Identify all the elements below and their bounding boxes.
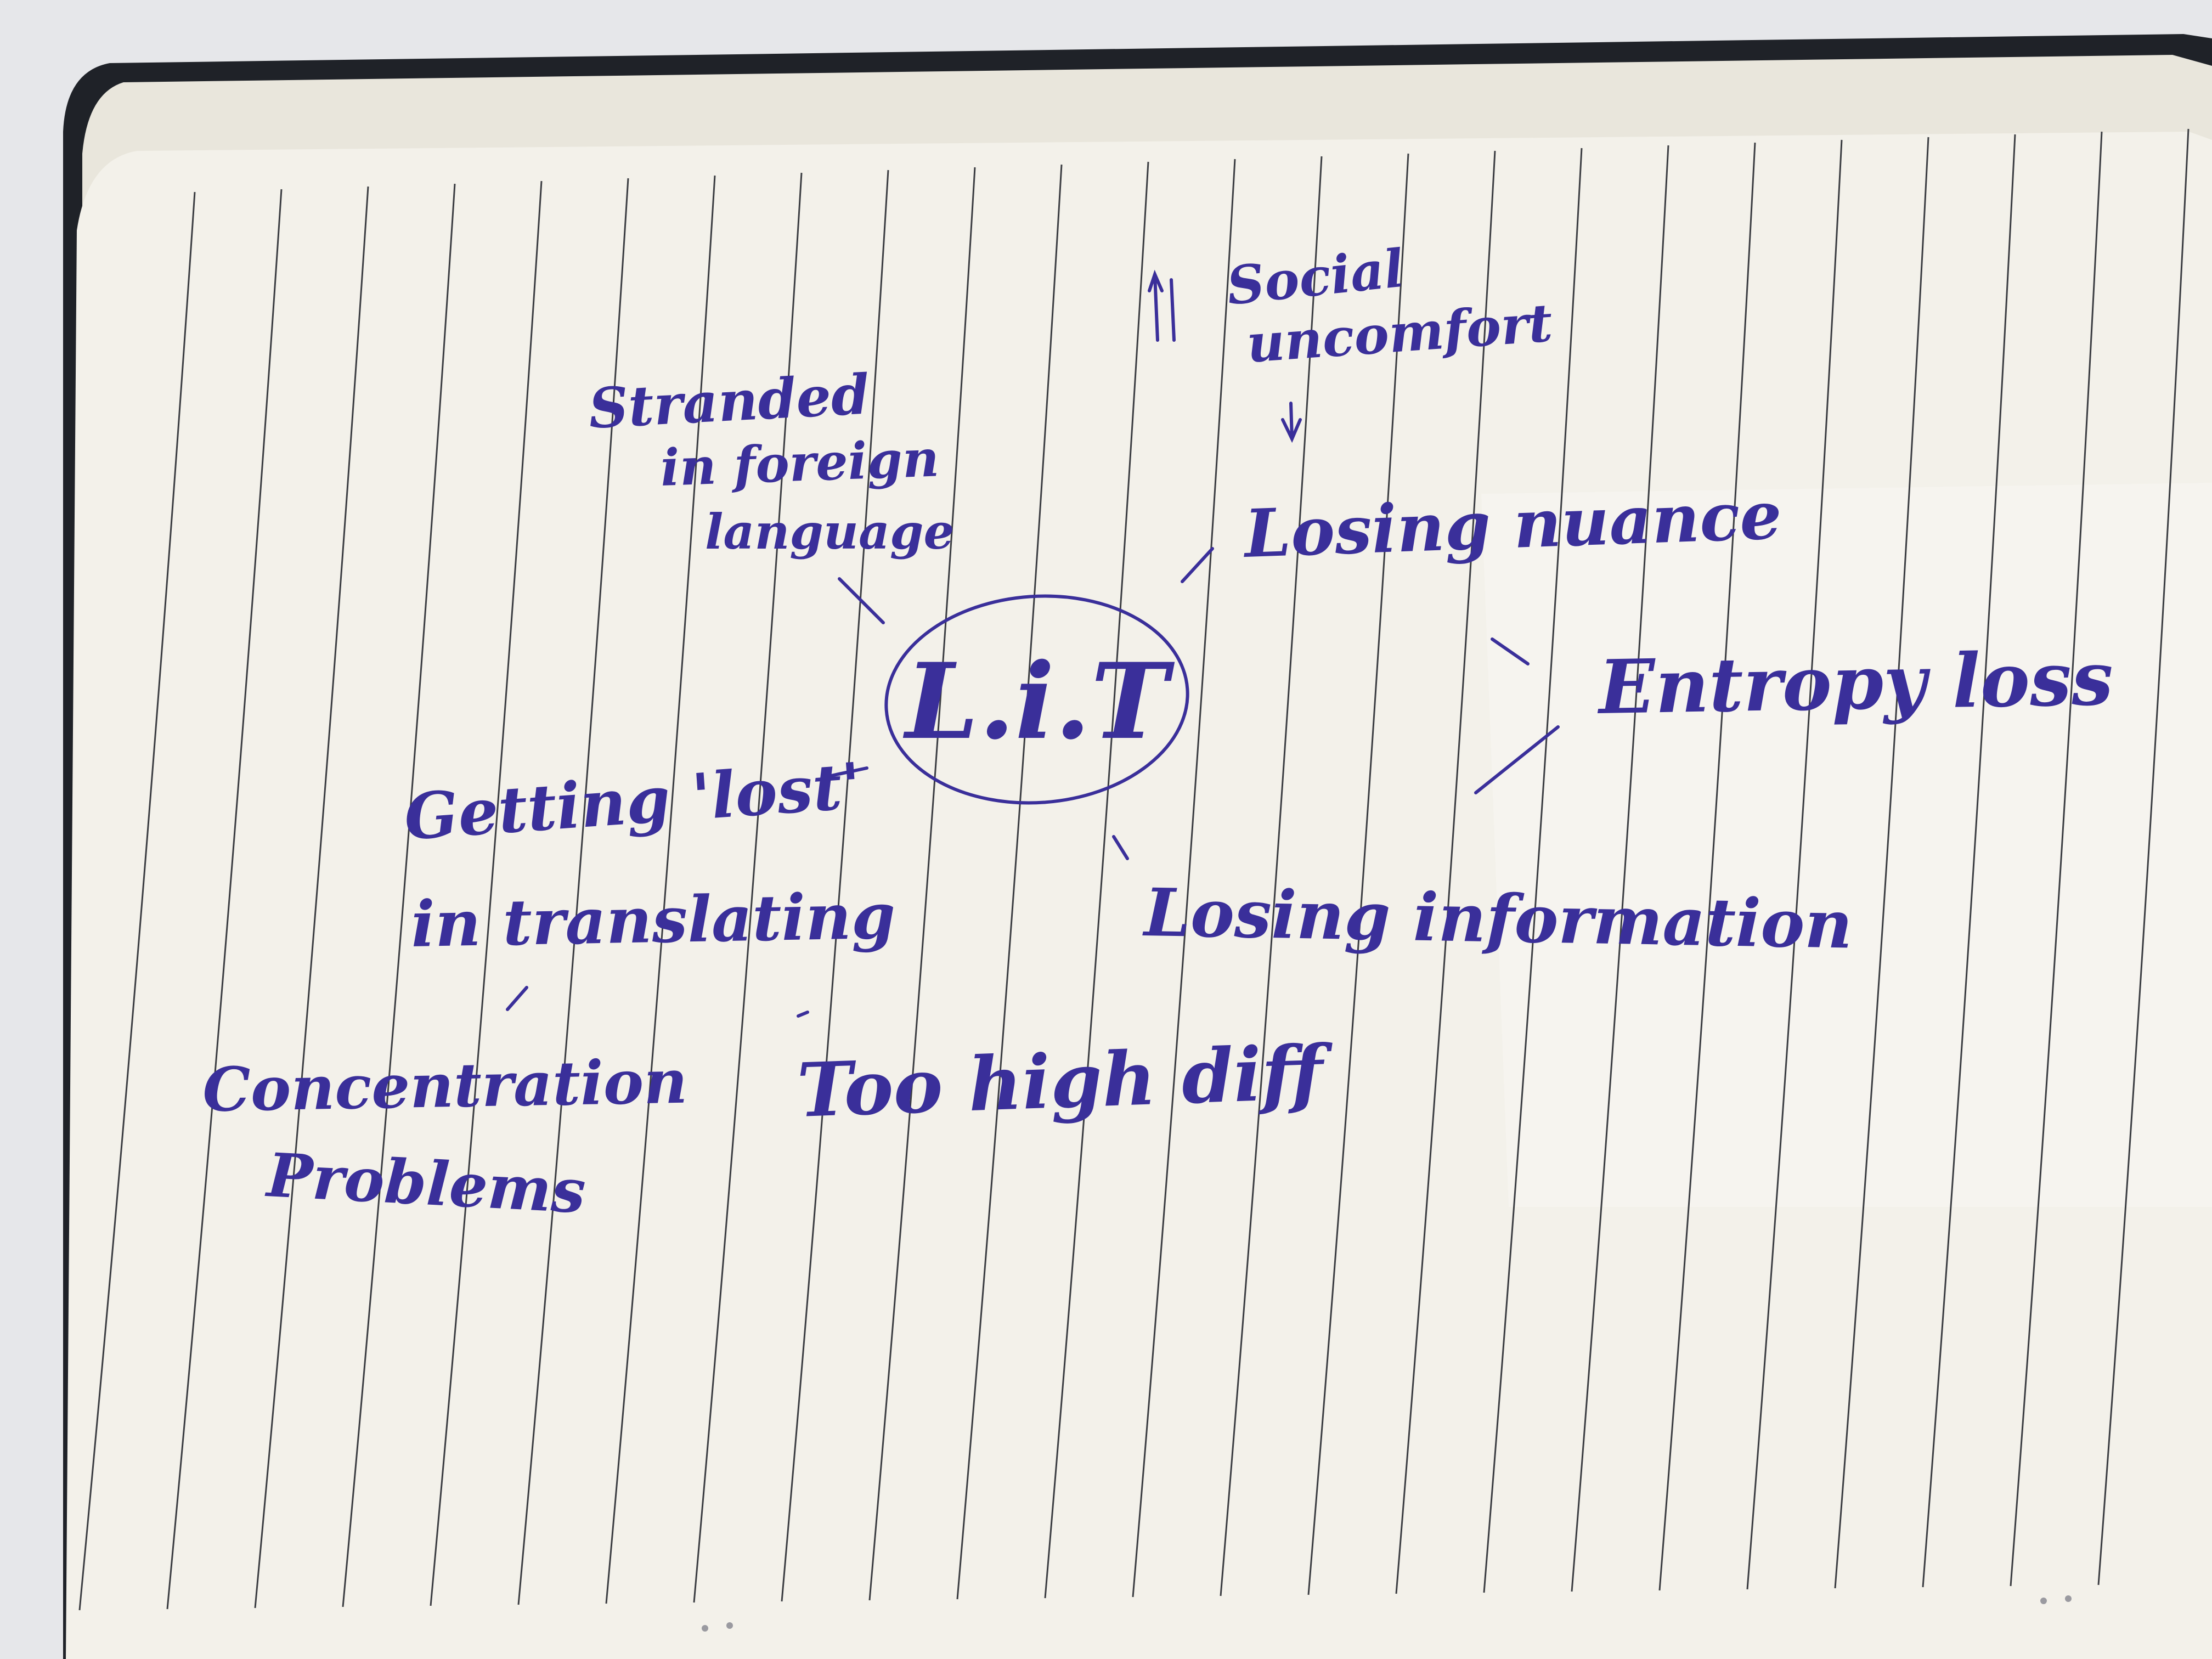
ruled-line: [166, 189, 283, 1610]
connector-entropy-upper: [1491, 637, 1530, 665]
node-stranded-line2: in foreign: [659, 428, 940, 498]
node-concentration-line1: Concentration: [202, 1046, 688, 1125]
ruled-line: [342, 183, 456, 1607]
connector-too-high: [797, 1011, 809, 1018]
ruled-line: [1220, 156, 1323, 1596]
notebook-page: [66, 132, 2212, 1659]
node-getting-lost-line2: in translating: [410, 879, 896, 962]
node-entropy-loss: Entropy loss: [1596, 635, 2114, 731]
node-concentration-line2: Problems: [264, 1139, 588, 1227]
connector-losing-info: [1112, 835, 1129, 860]
ruled-line: [2097, 128, 2190, 1585]
ruled-line: [1395, 150, 1496, 1594]
ruled-line: [605, 175, 716, 1604]
ruled-line: [1132, 159, 1236, 1598]
node-stranded-line3: language: [705, 503, 954, 560]
ruled-line: [1922, 134, 2016, 1588]
arrow-social-down: [1281, 402, 1302, 443]
ruled-line: [1746, 139, 1843, 1590]
node-losing-nuance: Losing nuance: [1242, 477, 1783, 573]
ruled-line: [1044, 161, 1149, 1599]
connector-concentration: [506, 986, 528, 1011]
ruled-line: [1571, 145, 1669, 1592]
ruled-line: [781, 170, 889, 1602]
mind-map: L.i.T Social uncomfort Stranded in forei…: [202, 238, 2114, 1227]
ruled-line: [78, 191, 196, 1611]
ruled-line: [1483, 148, 1583, 1593]
node-stranded-line1: Stranded: [587, 362, 871, 441]
ruled-lines: [78, 128, 2190, 1611]
node-too-high-diff: Too high diff: [796, 1028, 1336, 1134]
ruled-line: [868, 167, 976, 1601]
connector-nuance: [1181, 547, 1214, 583]
connector-getting-lost: [827, 766, 868, 778]
ruled-line: [1834, 137, 1929, 1589]
ruled-line: [517, 178, 629, 1605]
center-node-label: L.i.T: [902, 640, 1175, 763]
page-shade: [1481, 483, 2212, 1207]
ruled-line: [430, 180, 543, 1606]
center-node-circle: [884, 594, 1189, 805]
connector-entropy-lower: [1474, 725, 1560, 794]
ruled-line: [254, 186, 369, 1609]
ruled-line: [1658, 142, 1756, 1591]
ruled-line: [1307, 153, 1409, 1595]
arrows-social-updown: [1148, 269, 1176, 342]
ruled-line: [693, 172, 803, 1603]
connector-stranded: [838, 577, 885, 624]
node-losing-information: Losing information: [1142, 874, 1853, 964]
binding-stitches: [702, 1595, 2072, 1632]
ruled-line: [956, 164, 1063, 1600]
ruled-line: [2010, 131, 2103, 1587]
